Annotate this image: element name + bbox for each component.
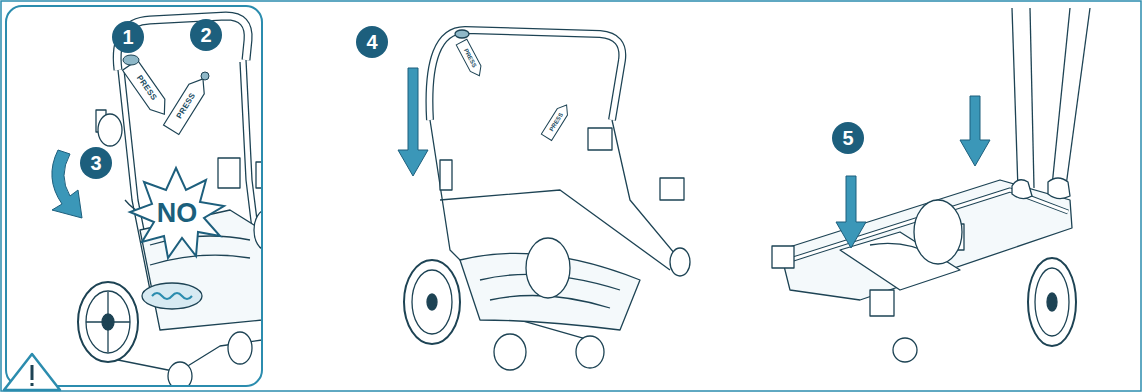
- button: [201, 72, 209, 80]
- callout-number: 2: [200, 25, 211, 45]
- callout-number: 3: [90, 153, 101, 173]
- fold-arrow: [836, 176, 866, 248]
- press-tag-text: PRESS: [135, 74, 158, 102]
- press-tag: [541, 102, 571, 141]
- callout-circle: [80, 147, 112, 179]
- press-tag: [164, 74, 211, 134]
- warning-text: NO: [157, 200, 198, 227]
- panel-frame: [6, 6, 262, 386]
- press-tag-text: PRESS: [548, 112, 564, 132]
- warning-triangle: [4, 354, 60, 390]
- stroller-folded: [772, 8, 1090, 362]
- stroller-open: [78, 16, 262, 386]
- press-tag-text: PRESS: [463, 48, 478, 69]
- button: [123, 55, 139, 65]
- fold-arrow: [398, 68, 428, 176]
- press-tag: [456, 39, 484, 78]
- press-tag: [123, 60, 172, 119]
- press-tag-text: PRESS: [175, 92, 197, 121]
- callout-number: 4: [366, 32, 377, 52]
- callout-circle: [832, 122, 864, 154]
- stroller-folding: [404, 30, 690, 370]
- callout-circle: [190, 19, 222, 51]
- callout-circle: [112, 21, 144, 53]
- fold-arrow: [52, 150, 82, 218]
- no-starburst: [130, 168, 224, 258]
- callout-circle: [356, 26, 388, 58]
- fold-arrow: [960, 96, 990, 166]
- callout-number: 1: [122, 27, 133, 47]
- callout-number: 5: [842, 128, 853, 148]
